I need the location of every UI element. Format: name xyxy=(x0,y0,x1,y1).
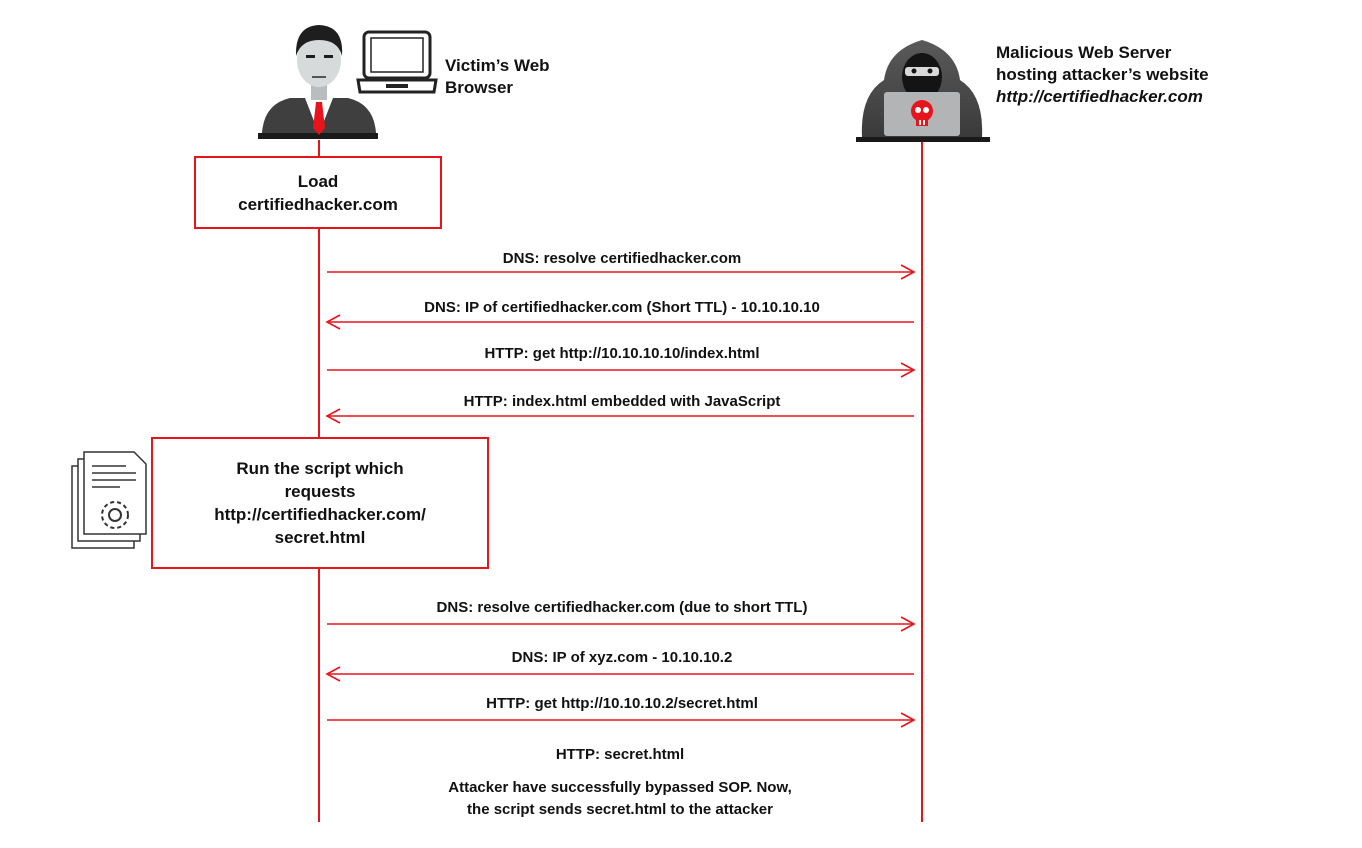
hacker-icon xyxy=(856,40,990,142)
message-arrows xyxy=(325,264,916,728)
laptop-icon xyxy=(356,30,438,94)
victim-label: Victim’s Web Browser xyxy=(445,56,550,97)
server-url: http://certifiedhacker.com xyxy=(996,87,1203,106)
user-icon xyxy=(258,25,378,139)
message-label: HTTP: get http://10.10.10.10/index.html xyxy=(484,345,760,362)
response-label: HTTP: secret.html xyxy=(555,746,685,763)
message-label: DNS: IP of xyz.com - 10.10.10.2 xyxy=(511,649,733,666)
script-step-text: Run the script which requests http://cer… xyxy=(214,459,426,547)
arrow-head xyxy=(325,408,341,424)
arrow-head xyxy=(325,666,341,682)
message-label: HTTP: get http://10.10.10.2/secret.html xyxy=(486,695,758,712)
message-label: DNS: IP of certifiedhacker.com (Short TT… xyxy=(424,299,820,316)
server-label: Malicious Web Server hosting attacker’s … xyxy=(996,43,1209,84)
script-document-icon xyxy=(71,451,147,549)
load-step-text: Load certifiedhacker.com xyxy=(238,171,398,214)
message-label: HTTP: index.html embedded with JavaScrip… xyxy=(463,393,781,410)
conclusion-text: Attacker have successfully bypassed SOP.… xyxy=(448,779,792,818)
arrow-head xyxy=(325,314,341,330)
arrow-head xyxy=(900,616,916,632)
script-step-box: Run the script which requests http://cer… xyxy=(151,437,489,569)
load-step-box: Load certifiedhacker.com xyxy=(194,156,442,229)
arrow-head xyxy=(900,712,916,728)
message-label: DNS: resolve certifiedhacker.com xyxy=(502,250,742,267)
arrow-head xyxy=(900,362,916,378)
message-label: DNS: resolve certifiedhacker.com (due to… xyxy=(436,599,808,616)
server-label-block: Malicious Web Server hosting attacker’s … xyxy=(996,42,1209,108)
arrow-head xyxy=(900,264,916,280)
